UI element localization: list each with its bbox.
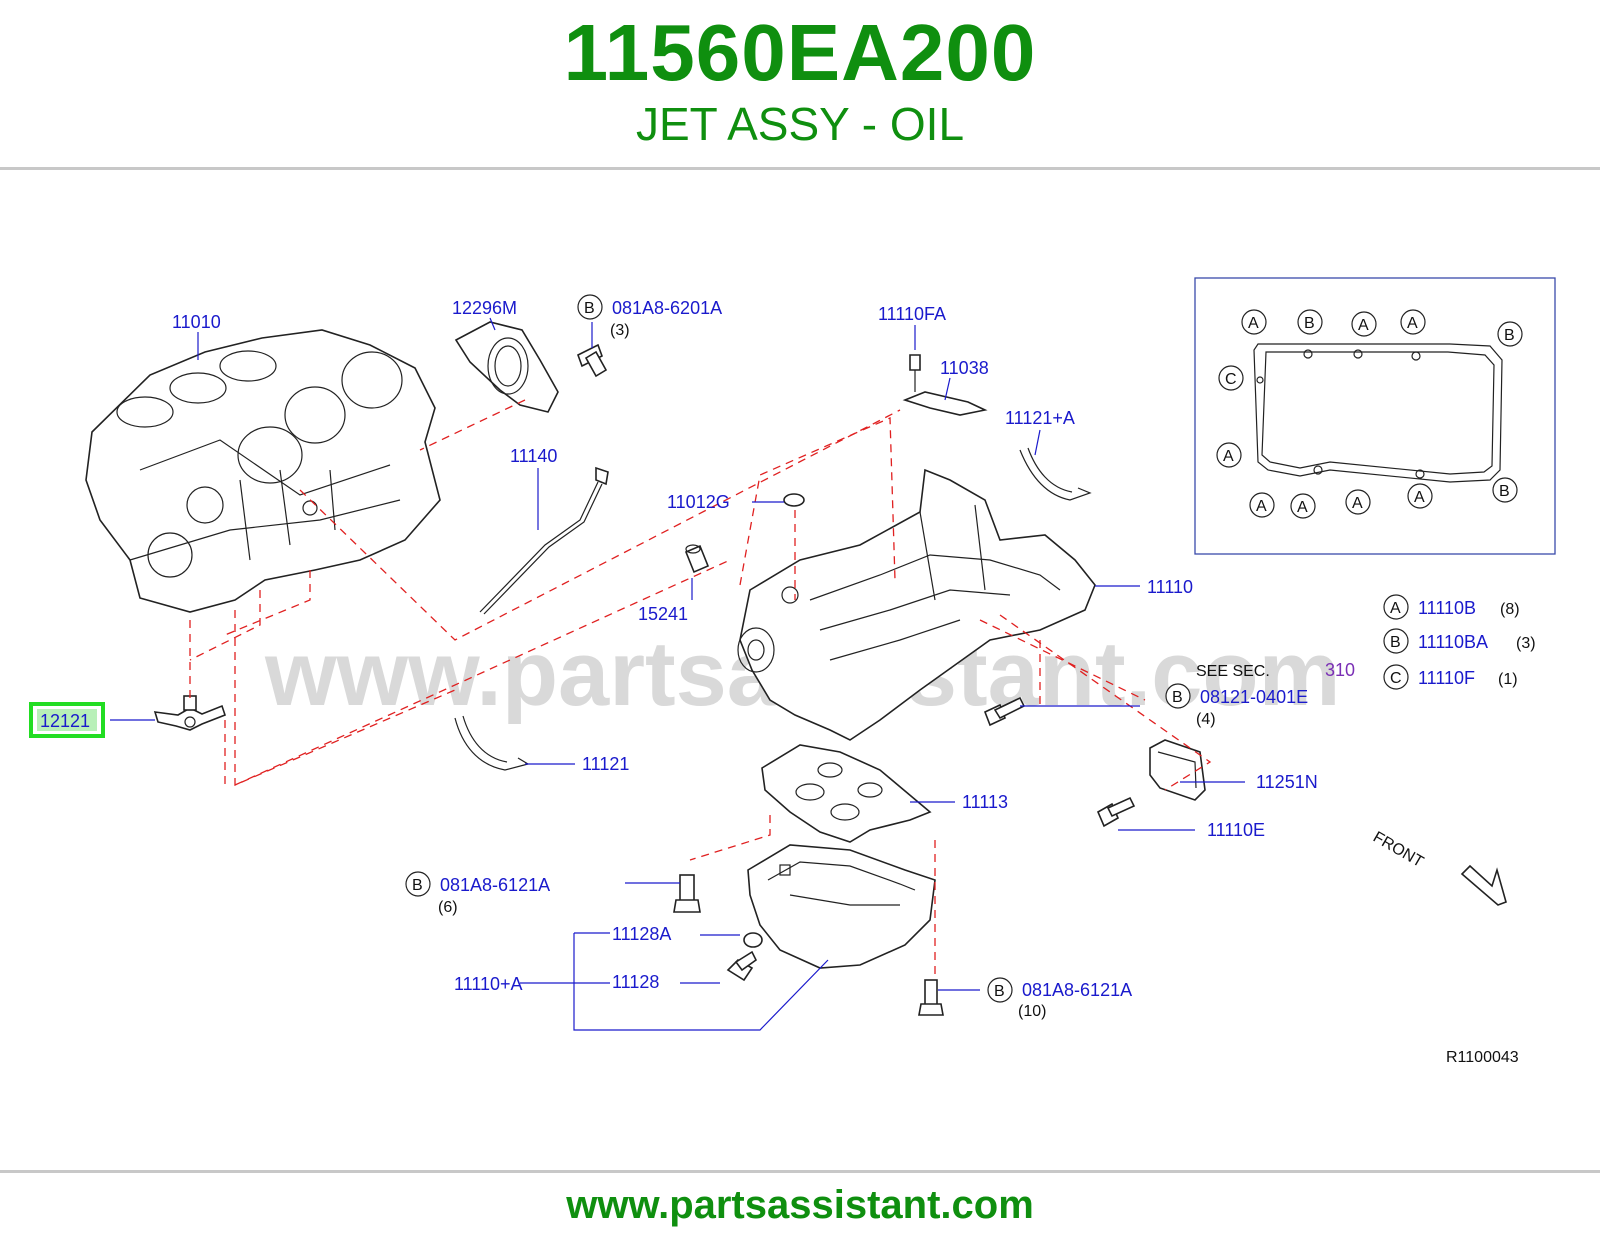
legend-part: 11110B — [1418, 598, 1476, 618]
label-11140: 11140 — [510, 446, 557, 466]
inset-letter: C — [1225, 371, 1237, 388]
leader-lines — [110, 317, 1245, 1031]
label-11038: 11038 — [940, 358, 989, 378]
legend-qty: (1) — [1498, 671, 1518, 688]
part-description: JET ASSY - OIL — [635, 98, 965, 150]
inset-letter: A — [1223, 448, 1234, 465]
qty-bolt-top: (3) — [610, 322, 630, 339]
qty-bolt-right: (4) — [1196, 711, 1216, 728]
label-12296M: 12296M — [452, 298, 517, 318]
label-bolt-right: 08121-0401E — [1200, 687, 1308, 707]
badge-letter: B — [412, 877, 423, 894]
circle-badge — [987, 977, 1013, 1003]
footer-website[interactable]: www.partsassistant.com — [566, 1183, 1034, 1227]
gasket-outline — [1253, 343, 1503, 483]
badge-letter: B — [994, 983, 1005, 1000]
dowel-15241-drawing — [684, 544, 710, 574]
label-sec-number: 310 — [1325, 660, 1355, 680]
legend-row: B 11110BA (3) — [1383, 628, 1536, 654]
inset-letter: A — [1297, 499, 1308, 516]
label-11012G: 11012G — [667, 492, 730, 512]
label-11128A: 11128A — [612, 924, 671, 944]
inset-letter: A — [1256, 498, 1267, 515]
fastener-legend: A 11110B (8) B 11110BA (3) C 11110F (1) — [1383, 594, 1536, 690]
label-11251N: 11251N — [1256, 772, 1318, 792]
label-11113: 11113 — [962, 792, 1008, 812]
rear-seal-drawing — [454, 321, 559, 413]
label-15241: 15241 — [638, 604, 688, 624]
engine-block-drawing — [85, 329, 441, 613]
legend-letter: A — [1390, 600, 1401, 617]
inset-letter: B — [1499, 483, 1510, 500]
reference-code: R1100043 — [1446, 1049, 1519, 1066]
bolt-11110E-drawing — [1096, 796, 1136, 828]
legend-row: A 11110B (8) — [1383, 594, 1520, 620]
front-direction-indicator: FRONT — [1370, 829, 1507, 906]
legend-row: C 11110F (1) — [1383, 664, 1518, 690]
badge-letter: B — [1172, 689, 1183, 706]
seal-11121-drawing — [454, 715, 530, 771]
label-bolt-top: 081A8-6201A — [612, 298, 722, 318]
label-11010: 11010 — [172, 312, 221, 332]
callout-labels: 11010 12296M B 081A8-6201A (3) 11110FA 1… — [29, 294, 1519, 1066]
cover-11251N-drawing — [1149, 739, 1206, 801]
legend-part: 11110F — [1418, 668, 1475, 688]
legend-part: 11110BA — [1418, 632, 1488, 652]
qty-bolt-bottom: (10) — [1018, 1003, 1046, 1020]
baffle-11113-drawing — [761, 744, 932, 843]
label-11128: 11128 — [612, 972, 659, 992]
inset-letter: A — [1248, 315, 1259, 332]
lower-oil-pan-drawing — [747, 844, 936, 969]
inset-letter: A — [1407, 315, 1418, 332]
inset-letter: B — [1304, 315, 1315, 332]
label-see-sec: SEE SEC. — [1196, 663, 1270, 680]
qty-bolt-left: (6) — [438, 899, 458, 916]
circle-badge — [1165, 683, 1191, 709]
inset-letter: A — [1414, 489, 1425, 506]
label-bolt-left: 081A8-6121A — [440, 875, 550, 895]
footer-divider — [0, 1170, 1600, 1173]
circle-badge — [577, 294, 603, 320]
dipstick-drawing — [479, 466, 609, 615]
bolt-left-drawing — [673, 874, 701, 913]
bolt-bottom-drawing — [918, 979, 944, 1016]
part-number-title: 11560EA200 — [563, 8, 1037, 97]
page-header: 11560EA200 JET ASSY - OIL — [0, 0, 1600, 170]
label-11121A: 11121+A — [1005, 408, 1075, 428]
assembly-lines — [189, 399, 1212, 975]
label-11110: 11110 — [1147, 577, 1193, 597]
inset-panel: A B A A B C A A A A A B — [1194, 277, 1556, 555]
inset-letters-bottom: A A A A B — [1249, 477, 1518, 519]
label-bolt-bottom: 081A8-6121A — [1022, 980, 1132, 1000]
legend-qty: (3) — [1516, 635, 1536, 652]
label-11110A: 11110+A — [454, 974, 523, 994]
inset-letters-left: C A — [1216, 365, 1244, 468]
gasket-inner-outline — [1261, 351, 1495, 475]
bolt-top-drawing — [577, 343, 608, 378]
label-11110E: 11110E — [1207, 820, 1265, 840]
front-arrow-icon — [1460, 864, 1507, 906]
seal-11121A-drawing — [1019, 447, 1092, 501]
gasket-11038-drawing — [902, 354, 988, 416]
legend-letter: B — [1390, 634, 1401, 651]
badge-letter: B — [584, 300, 595, 317]
highlight-fill — [37, 709, 97, 731]
inset-letter: B — [1504, 327, 1515, 344]
front-label: FRONT — [1370, 829, 1426, 871]
label-12121: 12121 — [40, 711, 90, 731]
drain-plug-drawing — [726, 932, 763, 982]
oil-jet-drawing — [153, 695, 226, 731]
label-11121: 11121 — [582, 754, 629, 774]
plug-11012G-drawing — [783, 493, 805, 507]
inset-letters-top: A B A A B — [1241, 309, 1523, 347]
circle-badge — [405, 871, 431, 897]
label-11110FA: 11110FA — [878, 304, 946, 324]
inset-letter: A — [1352, 495, 1363, 512]
header-divider — [0, 167, 1600, 170]
legend-letter: C — [1390, 670, 1402, 687]
inset-letter: A — [1358, 317, 1369, 334]
legend-qty: (8) — [1500, 601, 1520, 618]
upper-oil-pan-drawing — [737, 468, 1096, 741]
